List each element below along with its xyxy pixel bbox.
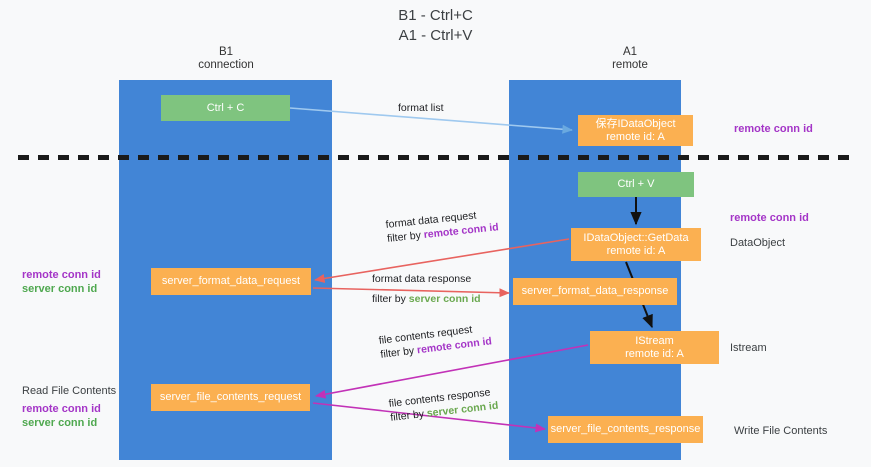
annotation-left-conn-ids-1: remote conn id server conn id — [22, 268, 101, 296]
edge-label-format-list: format list — [398, 101, 444, 115]
node-save-idataobject-text: 保存IDataObject remote id: A — [595, 118, 675, 144]
swimlane-b1-name: B1 — [218, 46, 234, 58]
node-save-idataobject[interactable]: 保存IDataObject remote id: A — [578, 115, 693, 146]
swimlane-b1-subtitle: connection — [198, 59, 254, 71]
node-istream-text: IStream remote id: A — [625, 335, 684, 361]
node-ctrl-v[interactable]: Ctrl + V — [578, 172, 694, 197]
phase-divider-dashed-line — [18, 155, 856, 160]
node-idataobject-getdata-text: IDataObject::GetData remote id: A — [583, 232, 688, 258]
edge-label-fcreq-filter-prefix: filter by — [379, 344, 418, 361]
node-istream[interactable]: IStream remote id: A — [590, 331, 719, 364]
edge-label-fdreq-filter-prefix: filter by — [386, 229, 425, 245]
annotation-write-file-contents: Write File Contents — [734, 425, 828, 437]
node-server-format-data-request-label: server_format_data_request — [161, 275, 301, 287]
node-ctrl-v-label: Ctrl + V — [617, 178, 655, 190]
edge-label-format-list-text: format list — [398, 102, 444, 114]
node-server-file-contents-response[interactable]: server_file_contents_response — [548, 416, 703, 443]
title-line-1: B1 - Ctrl+C — [398, 7, 473, 24]
edge-label-fcresp-filter-prefix: filter by — [389, 407, 428, 424]
diagram-title: B1 - Ctrl+C A1 - Ctrl+V — [0, 6, 871, 46]
edge-label-fdresp-filter-value: server conn id — [408, 293, 481, 305]
swimlane-header-a1: A1 remote — [570, 46, 690, 72]
node-save-idataobject-line2: remote id: A — [606, 130, 665, 143]
node-idataobject-getdata-line1: IDataObject::GetData — [583, 231, 689, 244]
node-ctrl-c-label: Ctrl + C — [206, 101, 245, 114]
annotation-remote-conn-id-mid-right: remote conn id — [730, 212, 809, 224]
edge-label-format-data-request: format data request filter by remote con… — [385, 206, 499, 246]
annotation-left-remote-conn-id-2: remote conn id — [22, 403, 101, 415]
node-server-format-data-response[interactable]: server_format_data_response — [513, 278, 677, 305]
swimlane-header-b1: B1 connection — [146, 46, 306, 72]
node-server-file-contents-request[interactable]: server_file_contents_request — [151, 384, 310, 411]
edge-label-format-data-response: format data response filter by server co… — [372, 272, 481, 306]
node-idataobject-getdata-line2: remote id: A — [606, 244, 666, 257]
annotation-dataobject: DataObject — [730, 237, 786, 249]
edge-label-format-data-response-line1: format data response — [372, 273, 472, 285]
node-server-file-contents-response-label: server_file_contents_response — [550, 423, 701, 435]
edge-label-file-contents-request: file contents request filter by remote c… — [378, 320, 493, 361]
title-line-2: A1 - Ctrl+V — [398, 27, 473, 44]
annotation-left-remote-conn-id-1: remote conn id — [22, 269, 101, 281]
annotation-istream: Istream — [730, 342, 767, 354]
swimlane-a1-name: A1 — [622, 46, 638, 58]
edge-label-fdresp-filter-prefix: filter by — [372, 293, 409, 305]
annotation-left-conn-ids-2: remote conn id server conn id — [22, 402, 101, 430]
edge-label-format-data-response-line2: filter by server conn id — [372, 292, 481, 306]
annotation-left-server-conn-id-1: server conn id — [22, 283, 98, 295]
node-idataobject-getdata[interactable]: IDataObject::GetData remote id: A — [571, 228, 701, 261]
node-save-idataobject-line1: 保存IDataObject — [595, 117, 676, 130]
annotation-read-file-contents: Read File Contents — [22, 385, 117, 397]
annotation-left-server-conn-id-2: server conn id — [22, 417, 98, 429]
node-server-format-data-response-label: server_format_data_response — [521, 285, 669, 297]
annotation-remote-conn-id-top-right: remote conn id — [734, 123, 813, 135]
edge-label-file-contents-response: file contents response filter by server … — [388, 385, 499, 425]
node-ctrl-c[interactable]: Ctrl + C — [161, 95, 290, 121]
node-istream-line1: IStream — [635, 334, 674, 347]
node-server-file-contents-request-label: server_file_contents_request — [159, 391, 302, 403]
swimlane-a1-subtitle: remote — [612, 59, 648, 71]
node-server-format-data-request[interactable]: server_format_data_request — [151, 268, 311, 295]
node-istream-line2: remote id: A — [625, 347, 684, 360]
